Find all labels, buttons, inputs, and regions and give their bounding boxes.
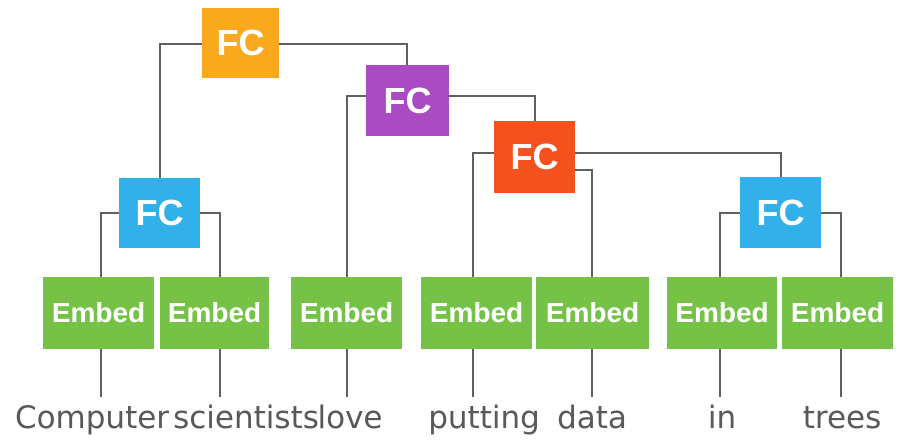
fc-node-label: FC: [756, 191, 805, 233]
connector-line: [573, 169, 593, 171]
embed-node-label: Embed: [429, 297, 524, 328]
word-stub-line: [591, 349, 593, 397]
embed-node-putting: Embed: [421, 277, 532, 349]
embed-node-computer: Embed: [43, 277, 154, 349]
connector-line: [406, 43, 408, 67]
connector-line: [277, 43, 408, 45]
connector-line: [719, 212, 742, 214]
fc-node-root: FC: [202, 8, 279, 78]
connector-line: [447, 95, 536, 97]
embed-node-label: Embed: [675, 297, 769, 328]
connector-line: [159, 43, 204, 45]
connector-line: [719, 212, 721, 278]
fc-node-love-phrase: FC: [366, 65, 449, 136]
word-in: in: [707, 400, 737, 436]
word-stub-line: [840, 349, 842, 397]
connector-line: [159, 43, 161, 178]
word-scientists: scientists: [173, 400, 319, 436]
fc-node-label: FC: [383, 79, 432, 121]
connector-line: [472, 152, 474, 278]
connector-line: [100, 212, 102, 278]
word-computer: Computer: [14, 400, 170, 436]
fc-node-putting-phrase: FC: [494, 121, 575, 193]
connector-line: [100, 212, 121, 214]
fc-node-computer-scientists: FC: [119, 178, 200, 248]
word-data: data: [557, 400, 627, 436]
embed-node-label: Embed: [167, 297, 262, 328]
connector-line: [534, 95, 536, 123]
word-stub-line: [219, 349, 221, 397]
word-stub-line: [100, 349, 102, 397]
embed-node-label: Embed: [545, 297, 640, 328]
word-putting: putting: [428, 400, 540, 436]
fc-node-label: FC: [510, 136, 559, 177]
embed-node-label: Embed: [790, 297, 885, 328]
embed-node-love: Embed: [291, 277, 402, 349]
embed-node-in: Embed: [667, 277, 777, 349]
word-stub-line: [472, 349, 474, 397]
connector-line: [346, 95, 368, 97]
embed-node-data: Embed: [536, 277, 649, 349]
connector-line: [472, 152, 496, 154]
connector-line: [219, 212, 221, 278]
connector-line: [840, 212, 842, 278]
embed-node-label: Embed: [51, 297, 146, 328]
fc-node-label: FC: [135, 192, 184, 233]
connector-line: [573, 152, 782, 154]
word-love: love: [317, 400, 383, 436]
embed-node-label: Embed: [299, 297, 394, 328]
fc-node-in-trees: FC: [740, 177, 821, 248]
connector-line: [591, 169, 593, 278]
embed-node-trees: Embed: [782, 277, 893, 349]
connector-line: [346, 95, 348, 278]
word-stub-line: [346, 349, 348, 397]
connector-line: [780, 152, 782, 178]
fc-node-label: FC: [216, 22, 265, 63]
connector-line: [819, 212, 842, 214]
embed-node-scientists: Embed: [160, 277, 269, 349]
connector-line: [198, 212, 221, 214]
word-trees: trees: [802, 400, 882, 436]
word-stub-line: [719, 349, 721, 397]
